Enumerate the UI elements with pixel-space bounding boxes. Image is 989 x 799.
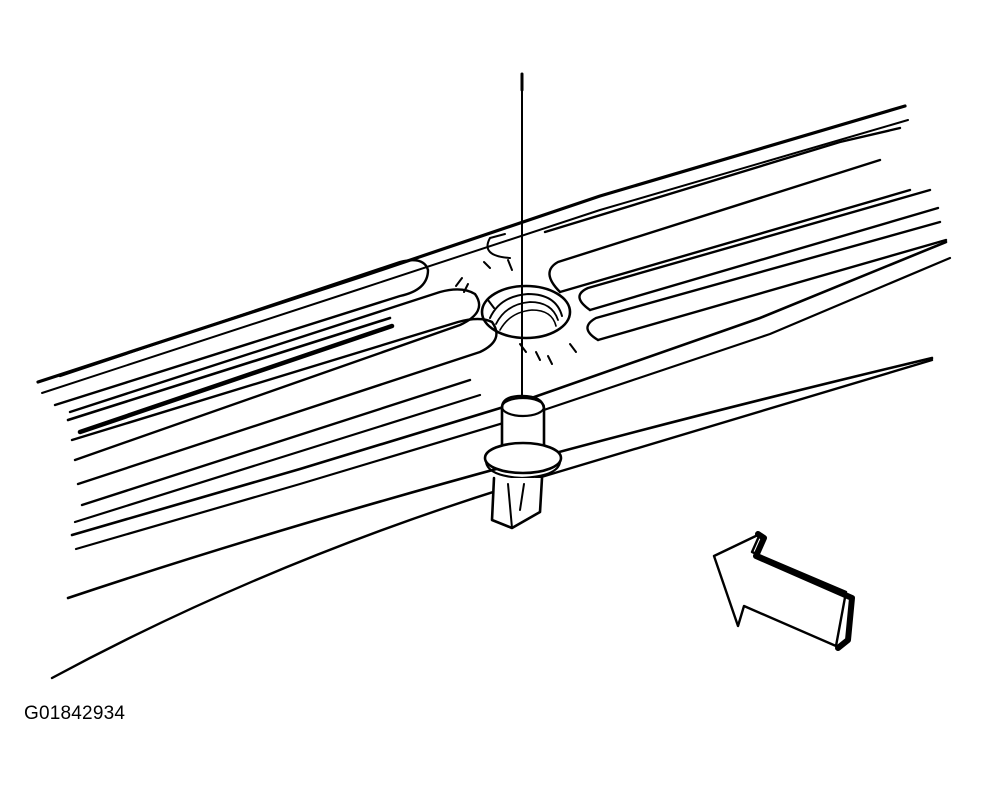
left-ribs bbox=[53, 259, 498, 524]
rib bbox=[73, 393, 482, 524]
rib bbox=[543, 126, 902, 234]
rib bbox=[586, 220, 942, 342]
mounting-hole bbox=[455, 259, 577, 365]
retainer-shank bbox=[490, 476, 544, 530]
rib bbox=[558, 188, 912, 294]
retainer-head bbox=[483, 441, 563, 475]
arrow-icon bbox=[712, 531, 855, 651]
rib bbox=[66, 316, 392, 422]
hole-outer bbox=[480, 284, 572, 340]
rib bbox=[80, 378, 472, 507]
rib bbox=[53, 259, 430, 407]
rib bbox=[588, 206, 940, 312]
retainer-shank-split bbox=[507, 483, 525, 529]
rib bbox=[77, 323, 395, 435]
hole-inner bbox=[495, 301, 559, 325]
rib bbox=[70, 317, 498, 486]
right-ribs bbox=[486, 126, 948, 342]
rib bbox=[486, 233, 511, 259]
hole-inner bbox=[499, 309, 557, 331]
arrow-shadow bbox=[753, 531, 855, 651]
rib bbox=[578, 188, 932, 312]
arrow-outline bbox=[712, 532, 848, 648]
rib bbox=[548, 158, 882, 294]
hole-inner bbox=[489, 293, 563, 319]
rib bbox=[596, 238, 948, 342]
hole-tick bbox=[455, 259, 577, 365]
retainer-cap-top bbox=[500, 396, 546, 418]
figure-id: G01842934 bbox=[24, 703, 126, 724]
panel-top-edge-inner bbox=[41, 119, 909, 394]
push-pin-retainer bbox=[483, 394, 563, 530]
panel-lower-face bbox=[66, 356, 934, 600]
